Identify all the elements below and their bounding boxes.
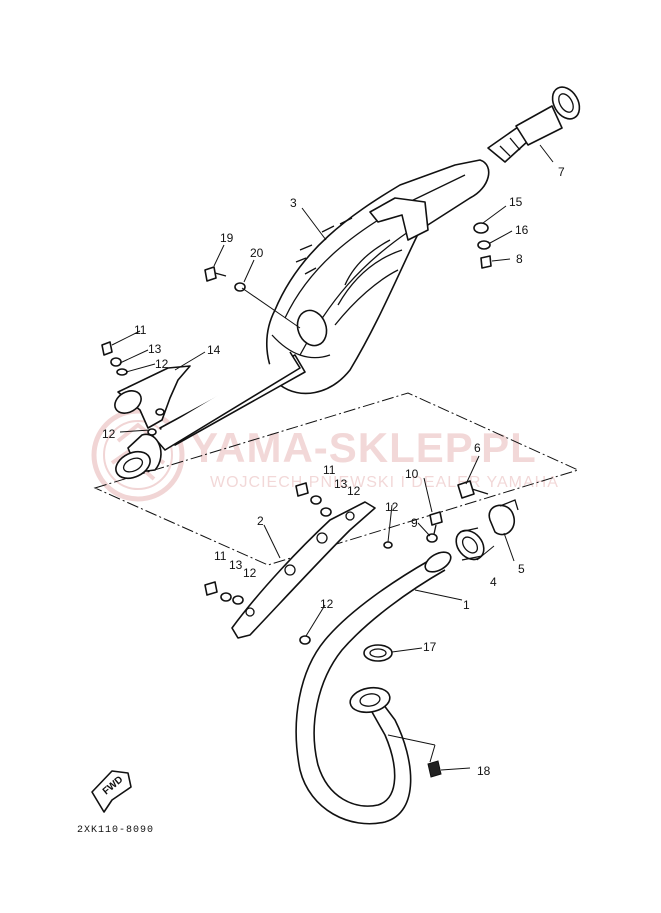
- callout-17: 17: [423, 640, 437, 654]
- gasket-17: [363, 644, 393, 662]
- leader-lines: [111, 144, 554, 771]
- heat-protector-14: [114, 365, 191, 429]
- callout-12-f: 12: [320, 597, 334, 611]
- callout-7: 7: [558, 165, 565, 179]
- callout-12-e: 12: [243, 566, 257, 580]
- callout-13-b: 13: [334, 477, 348, 491]
- callout-15: 15: [509, 195, 523, 209]
- reference-code: 2XK110-8090: [77, 825, 154, 836]
- callout-2: 2: [257, 514, 264, 528]
- callout-18: 18: [477, 764, 491, 778]
- clamp-5: [488, 499, 519, 536]
- callout-1: 1: [463, 598, 470, 612]
- callout-4: 4: [490, 575, 497, 589]
- callout-11-b: 11: [323, 463, 336, 477]
- callout-14: 14: [207, 343, 221, 357]
- callout-9: 9: [411, 516, 418, 530]
- callout-20: 20: [250, 246, 264, 260]
- gasket-17-inner: [369, 648, 387, 658]
- fasteners: [101, 222, 492, 778]
- callout-12-c: 12: [347, 484, 361, 498]
- watermark: YAMA-SKLEP.PL WOJCIECH PNIEWSKI I DEALER…: [91, 408, 559, 502]
- callout-16: 16: [515, 223, 529, 237]
- muffler-inlet-pipe: [115, 351, 306, 480]
- assembly-frame: [93, 392, 580, 566]
- callouts: 1 2 3 4 5 6 7 8 9 10 11 11 11 12 12 12 1…: [102, 165, 565, 778]
- callout-10: 10: [405, 467, 419, 481]
- fwd-arrow-icon: FWD: [91, 770, 132, 813]
- watermark-brand: YAMA-SKLEP.PL: [190, 424, 537, 471]
- callout-13-a: 13: [148, 342, 162, 356]
- heat-protector-2: [231, 501, 376, 639]
- callout-3: 3: [290, 196, 297, 210]
- callout-12-d: 12: [385, 500, 399, 514]
- joint-4: [455, 527, 485, 561]
- callout-5: 5: [518, 562, 525, 576]
- muffler: [266, 159, 490, 395]
- watermark-dealer: WOJCIECH PNIEWSKI I DEALER YAMAHA: [210, 474, 559, 491]
- callout-11-c: 11: [214, 549, 227, 563]
- tail-pipe-assembly: [487, 86, 581, 163]
- callout-13-c: 13: [229, 558, 243, 572]
- callout-12-a: 12: [155, 357, 169, 371]
- exhaust-pipe: [295, 551, 452, 825]
- callout-8: 8: [516, 252, 523, 266]
- callout-6: 6: [474, 441, 481, 455]
- callout-19: 19: [220, 231, 234, 245]
- callout-12-b: 12: [102, 427, 116, 441]
- callout-11-a: 11: [134, 323, 147, 337]
